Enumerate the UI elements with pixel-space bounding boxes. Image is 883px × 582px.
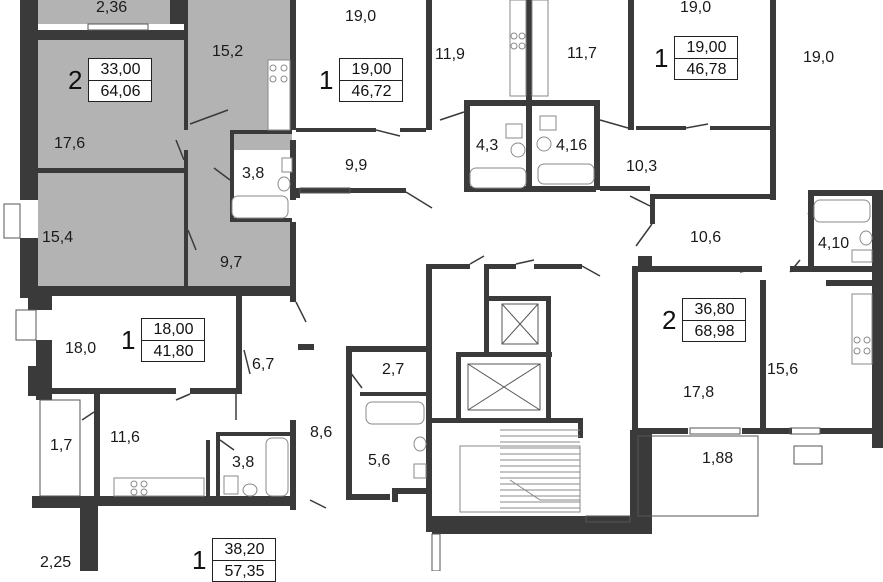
room-area-label: 8,6 (310, 424, 333, 441)
room-area-label: 4,16 (556, 137, 588, 154)
apartment-badge[interactable]: 2 33,00 64,06 (64, 58, 153, 102)
room-area-label: 2,36 (96, 0, 128, 16)
apartment-living-area: 41,80 (142, 340, 205, 362)
room-area-label: 10,6 (690, 229, 722, 246)
room-area-label: 15,4 (42, 229, 74, 246)
room-area-label: 4,10 (818, 235, 850, 252)
apartment-areas: 19,00 46,78 (674, 36, 739, 80)
room-area-label: 9,7 (220, 254, 243, 271)
apartment-total-area: 18,00 (153, 321, 194, 338)
room-area-label: 2,25 (40, 554, 72, 571)
room-area-label: 2,7 (382, 361, 405, 378)
apartment-room-count: 2 (662, 305, 677, 335)
room-area-label: 18,0 (65, 340, 97, 357)
apartment-areas: 19,00 46,72 (339, 58, 404, 102)
apartment-areas: 33,00 64,06 (88, 58, 153, 102)
door-swings (81, 109, 821, 509)
room-area-label: 10,3 (626, 158, 658, 175)
apartment-badge[interactable]: 1 19,00 46,78 (650, 36, 739, 80)
room-area-label: 4,3 (476, 137, 499, 154)
room-area-label: 19,0 (345, 8, 377, 25)
walls (20, 0, 883, 571)
apartment-areas: 18,00 41,80 (141, 318, 206, 362)
room-area-label: 11,9 (435, 46, 465, 63)
apartment-room-count: 1 (654, 43, 669, 73)
apartment-living-area: 68,98 (683, 320, 746, 342)
staircase (459, 429, 581, 513)
apartment-room-count: 1 (121, 325, 136, 355)
room-area-label: 15,6 (767, 361, 799, 378)
room-area-label: 1,88 (702, 450, 734, 467)
room-area-label: 11,7 (567, 45, 597, 62)
apartment-room-count: 1 (319, 65, 334, 95)
apartment-living-area: 46,78 (675, 58, 738, 80)
apartment-badge[interactable]: 1 38,20 57,35 (188, 538, 277, 582)
room-area-label: 3,8 (232, 454, 255, 471)
room-area-label: 1,7 (50, 437, 73, 454)
apartment-areas: 38,20 57,35 (212, 538, 277, 582)
selected-apartment-fill (38, 0, 292, 290)
room-area-label: 9,9 (345, 157, 368, 174)
room-area-label: 6,7 (252, 356, 275, 373)
room-area-label: 17,8 (683, 384, 715, 401)
room-area-label: 19,0 (680, 0, 712, 16)
apartment-total-area: 19,00 (686, 39, 727, 56)
apartment-living-area: 46,72 (340, 80, 403, 102)
room-area-label: 11,6 (110, 429, 140, 446)
room-area-label: 17,6 (54, 135, 86, 152)
apartment-living-area: 64,06 (89, 80, 152, 102)
apartment-total-area: 38,20 (224, 541, 265, 558)
apartment-room-count: 1 (192, 545, 207, 575)
apartment-total-area: 19,00 (351, 61, 392, 78)
room-area-label: 3,8 (242, 165, 265, 182)
apartment-total-area: 36,80 (694, 301, 735, 318)
apartment-living-area: 57,35 (213, 560, 276, 582)
apartment-areas: 36,80 68,98 (682, 298, 747, 342)
room-area-label: 5,6 (368, 452, 391, 469)
room-area-label: 15,2 (212, 43, 244, 60)
apartment-badge[interactable]: 1 18,00 41,80 (117, 318, 206, 362)
elevator-shafts (467, 303, 541, 411)
room-area-label: 19,0 (803, 49, 835, 66)
windows (3, 23, 823, 571)
apartment-room-count: 2 (68, 65, 83, 95)
bathroom-fixtures (223, 115, 873, 497)
apartment-badge[interactable]: 1 19,00 46,72 (315, 58, 404, 102)
apartment-badge[interactable]: 2 36,80 68,98 (658, 298, 747, 342)
apartment-total-area: 33,00 (100, 61, 141, 78)
kitchen-counters (113, 0, 873, 497)
